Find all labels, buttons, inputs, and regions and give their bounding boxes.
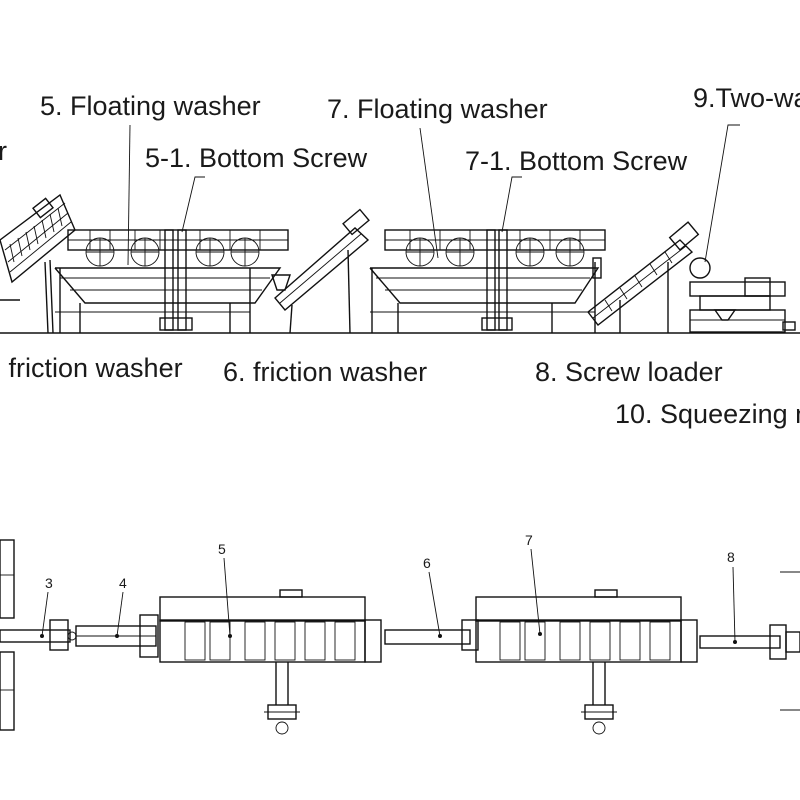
plan-conveyor-6 — [384, 619, 479, 651]
callout-lines — [127, 124, 740, 266]
floating-washer-5 — [54, 229, 291, 333]
plan-conveyor-3 — [0, 619, 77, 651]
label-bottom-screw-7-1: 7-1. Bottom Screw — [465, 146, 688, 176]
two-way-valve-9 — [689, 257, 711, 279]
floating-washer-7 — [369, 229, 606, 333]
plan-label-8: 8 — [727, 549, 735, 565]
label-squeezing-10: 10. Squeezing m — [615, 399, 800, 429]
screw-loader-8 — [587, 221, 700, 333]
label-partial-left: r — [0, 136, 7, 166]
friction-washer-4-incline — [0, 193, 76, 334]
label-friction-washer-6: 6. friction washer — [223, 357, 427, 387]
plan-floating-washer-7 — [475, 589, 698, 735]
plan-floating-washer-5 — [159, 589, 382, 735]
plan-label-3: 3 — [45, 575, 53, 591]
label-screw-loader-8: 8. Screw loader — [535, 357, 723, 387]
label-two-way-9: 9.Two-wa — [693, 83, 800, 113]
plan-callout-lines — [41, 548, 736, 643]
plan-label-7: 7 — [525, 532, 533, 548]
label-bottom-screw-5-1: 5-1. Bottom Screw — [145, 143, 368, 173]
plan-view: 3 4 5 6 7 8 — [0, 532, 800, 735]
plan-screw-loader-8 — [699, 571, 800, 711]
plan-label-6: 6 — [423, 555, 431, 571]
friction-washer-6-incline — [274, 208, 370, 334]
plan-label-5: 5 — [218, 541, 226, 557]
label-friction-washer-3: 3 friction washer — [0, 353, 183, 383]
plan-left-unit — [0, 539, 15, 731]
label-floating-washer-7: 7. Floating washer — [327, 94, 548, 124]
squeezing-machine-10 — [689, 257, 796, 333]
side-elevation-view: 5. Floating washer 5-1. Bottom Screw 7. … — [0, 83, 800, 429]
label-floating-washer-5: 5. Floating washer — [40, 91, 261, 121]
plan-label-4: 4 — [119, 575, 127, 591]
